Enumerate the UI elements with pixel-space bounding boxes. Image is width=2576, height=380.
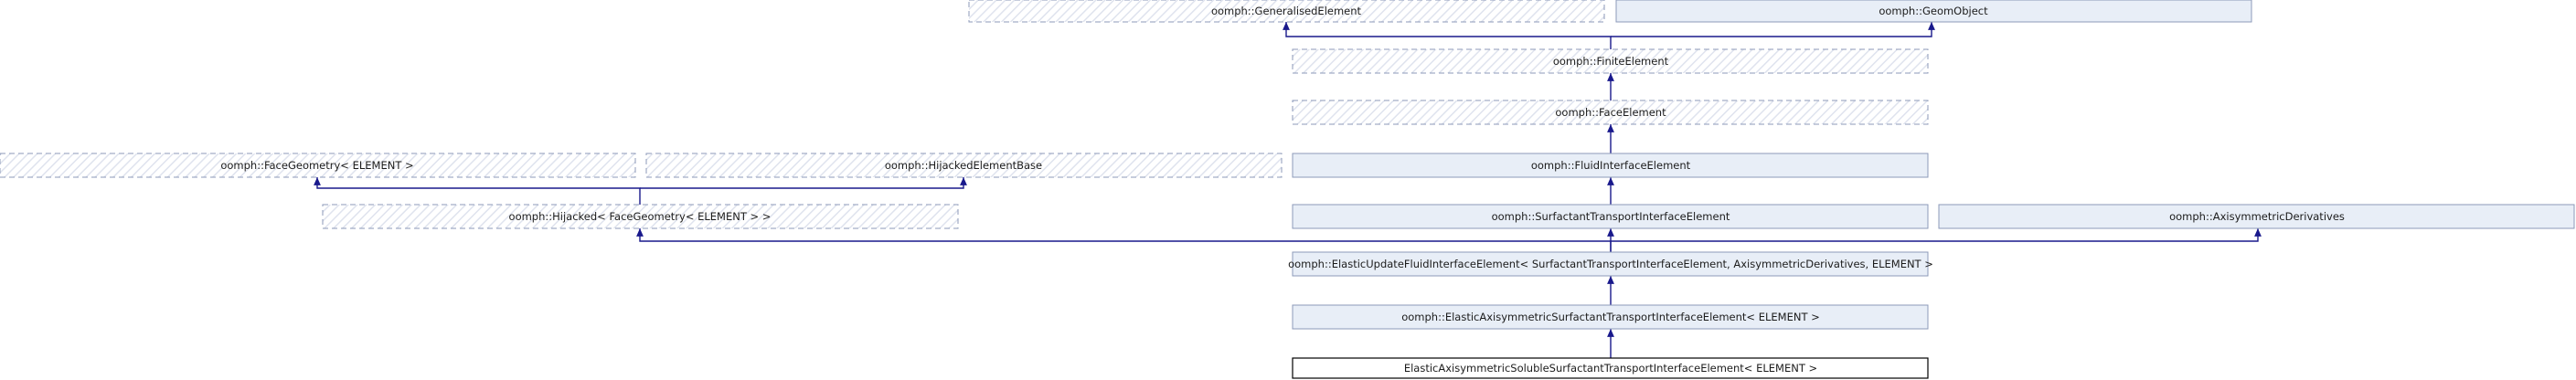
node-hijacked-element-base-label: oomph::HijackedElementBase <box>885 159 1042 172</box>
node-hijacked-element-base[interactable]: oomph::HijackedElementBase <box>645 153 1283 178</box>
node-elastic-axisym-surfactant-label: oomph::ElasticAxisymmetricSurfactantTran… <box>1401 311 1820 323</box>
node-finite-element[interactable]: oomph::FiniteElement <box>1292 48 1929 74</box>
edge-elasticupdate-to-hijacked <box>636 228 1612 252</box>
node-generalised-element[interactable]: oomph::GeneralisedElement <box>968 0 1605 23</box>
node-elastic-axisymmetric-soluble-surfactant-transport-interface-element: ElasticAxisymmetricSolubleSurfactantTran… <box>1292 357 1929 379</box>
node-hijacked-label: oomph::Hijacked< FaceGeometry< ELEMENT >… <box>509 210 772 223</box>
edge-finite-to-generalised <box>1283 22 1612 49</box>
edge-finite-to-geomobject <box>1611 22 1935 37</box>
inheritance-edges <box>314 22 2262 358</box>
node-fluid-interface-element[interactable]: oomph::FluidInterfaceElement <box>1292 153 1929 178</box>
node-face-element[interactable]: oomph::FaceElement <box>1292 100 1929 125</box>
node-geom-object[interactable]: oomph::GeomObject <box>1615 0 2252 23</box>
node-elastic-axisymmetric-surfactant-transport-interface-element[interactable]: oomph::ElasticAxisymmetricSurfactantTran… <box>1292 304 1929 330</box>
node-axisymmetric-derivatives-label: oomph::AxisymmetricDerivatives <box>2169 210 2345 223</box>
node-elastic-update-label: oomph::ElasticUpdateFluidInterfaceElemen… <box>1288 258 1933 270</box>
node-surfactant-transport-interface-element[interactable]: oomph::SurfactantTransportInterfaceEleme… <box>1292 204 1929 229</box>
node-geom-object-label: oomph::GeomObject <box>1879 5 1988 17</box>
node-face-geometry-label: oomph::FaceGeometry< ELEMENT > <box>220 159 413 172</box>
node-fluid-interface-element-label: oomph::FluidInterfaceElement <box>1531 159 1691 172</box>
node-elastic-update-fluid-interface-element[interactable]: oomph::ElasticUpdateFluidInterfaceElemen… <box>1288 251 1933 277</box>
node-finite-element-label: oomph::FiniteElement <box>1553 55 1669 68</box>
edge-hijacked-to-hijackedbase <box>640 177 967 189</box>
node-face-element-label: oomph::FaceElement <box>1555 106 1666 119</box>
edge-hijacked-to-facegeometry <box>314 177 641 205</box>
node-generalised-element-label: oomph::GeneralisedElement <box>1211 5 1362 17</box>
node-axisymmetric-derivatives[interactable]: oomph::AxisymmetricDerivatives <box>1938 204 2575 229</box>
node-face-geometry[interactable]: oomph::FaceGeometry< ELEMENT > <box>0 153 636 178</box>
node-surfactant-transport-label: oomph::SurfactantTransportInterfaceEleme… <box>1492 210 1730 223</box>
node-elastic-axisym-soluble-label: ElasticAxisymmetricSolubleSurfactantTran… <box>1404 362 1817 375</box>
node-hijacked[interactable]: oomph::Hijacked< FaceGeometry< ELEMENT >… <box>322 204 959 229</box>
edge-elasticupdate-to-axisym <box>1611 228 2262 242</box>
